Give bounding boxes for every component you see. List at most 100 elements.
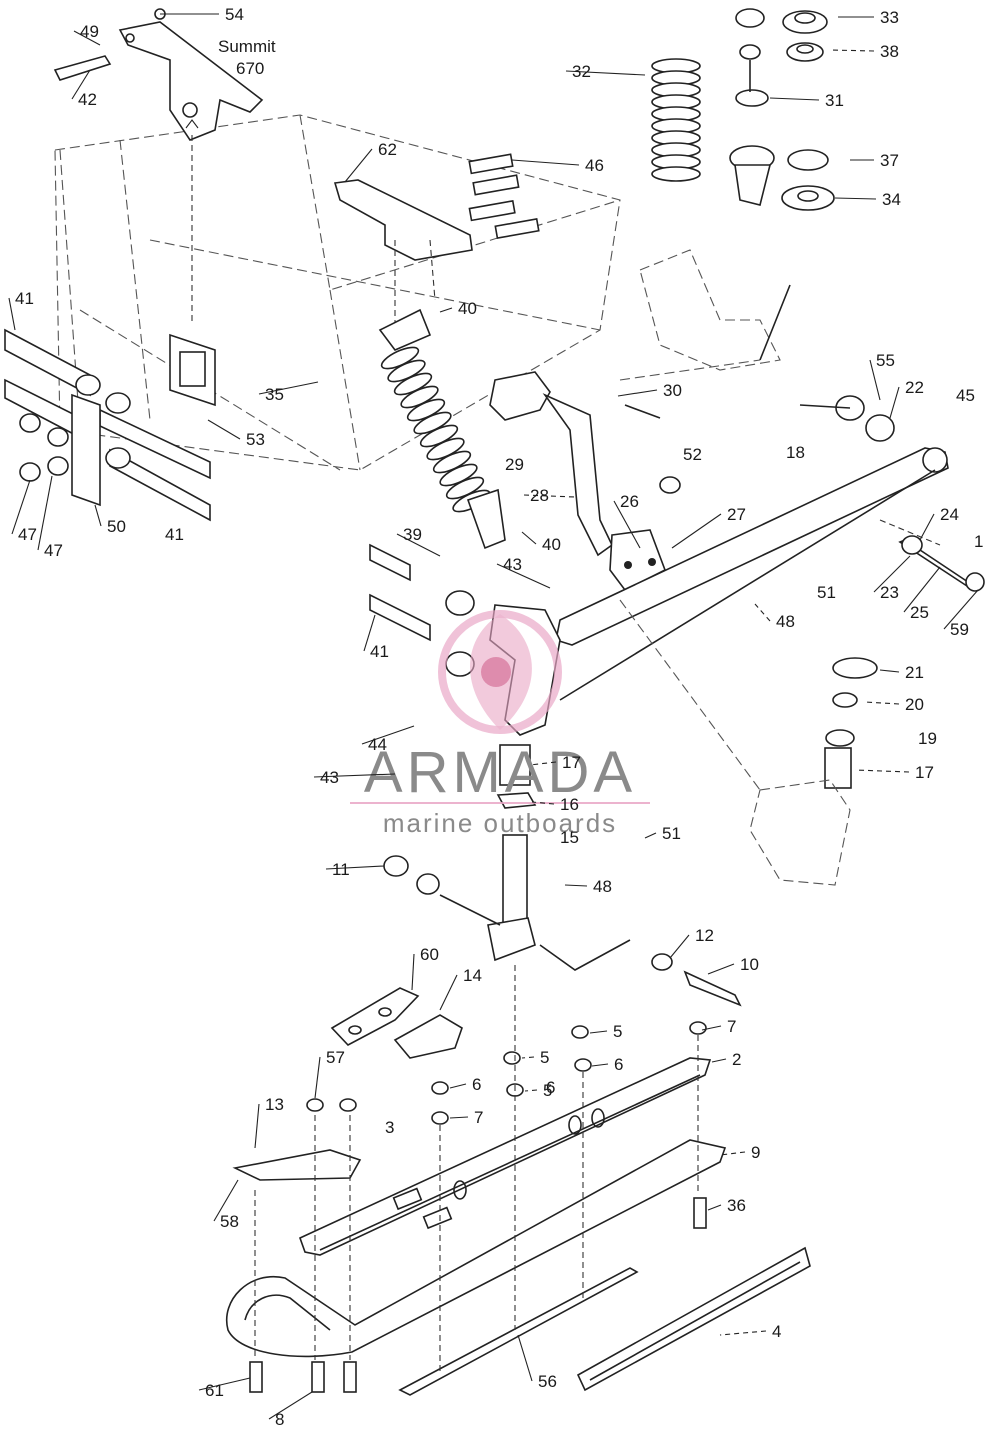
leader-line bbox=[707, 963, 735, 975]
callout-number: 14 bbox=[463, 966, 482, 985]
callout-number: 57 bbox=[326, 1048, 345, 1067]
summit-bracket bbox=[53, 8, 264, 325]
leader-line bbox=[869, 359, 881, 401]
leader-line bbox=[671, 513, 722, 549]
leader-line bbox=[521, 531, 537, 545]
callout-number: 48 bbox=[776, 612, 795, 631]
leader-line bbox=[314, 1056, 321, 1099]
callout-number: 21 bbox=[905, 663, 924, 682]
leader-line bbox=[361, 725, 415, 745]
leader-line bbox=[864, 701, 900, 705]
leader-line bbox=[313, 773, 396, 778]
callout-number: 40 bbox=[542, 535, 561, 554]
callout-number: 51 bbox=[817, 583, 836, 602]
leader-line bbox=[363, 614, 376, 652]
leader-line bbox=[94, 504, 102, 527]
callout-number: 62 bbox=[378, 140, 397, 159]
model-label-line1: Summit bbox=[218, 37, 276, 56]
leader-line bbox=[521, 1056, 535, 1059]
leader-line bbox=[8, 297, 16, 331]
callout-number: 56 bbox=[538, 1372, 557, 1391]
callout-number: 6 bbox=[546, 1078, 555, 1097]
leader-line bbox=[829, 49, 875, 52]
callout-number: 18 bbox=[786, 443, 805, 462]
leader-line bbox=[524, 1089, 538, 1092]
callout-number: 43 bbox=[503, 555, 522, 574]
callout-number: 47 bbox=[44, 541, 63, 560]
leader-line bbox=[531, 801, 555, 805]
leader-line bbox=[258, 381, 319, 395]
callout-number: 29 bbox=[505, 455, 524, 474]
leader-line bbox=[325, 865, 385, 870]
leader-line bbox=[589, 1030, 608, 1034]
callout-number: 40 bbox=[458, 299, 477, 318]
callout-number: 12 bbox=[695, 926, 714, 945]
callout-number: 28 bbox=[530, 486, 549, 505]
leader-line bbox=[669, 934, 690, 959]
leader-line bbox=[439, 307, 453, 313]
callout-number: 5 bbox=[613, 1022, 622, 1041]
model-label-line2: 670 bbox=[236, 59, 264, 78]
callout-number: 42 bbox=[78, 90, 97, 109]
shock-absorber bbox=[378, 308, 506, 550]
leader-line bbox=[903, 566, 941, 613]
callout-number: 41 bbox=[165, 525, 184, 544]
callout-number: 15 bbox=[560, 828, 579, 847]
callout-number: 32 bbox=[572, 62, 591, 81]
ski-lower bbox=[225, 1139, 727, 1396]
callout-number: 39 bbox=[403, 525, 422, 544]
left-axles bbox=[4, 328, 475, 677]
callout-number: 37 bbox=[880, 151, 899, 170]
callout-number: 46 bbox=[585, 156, 604, 175]
mounting-plate bbox=[333, 179, 473, 330]
callout-number: 27 bbox=[727, 505, 746, 524]
callout-number: 6 bbox=[614, 1055, 623, 1074]
callout-number: 24 bbox=[940, 505, 959, 524]
callout-number: 22 bbox=[905, 378, 924, 397]
callout-number: 54 bbox=[225, 5, 244, 24]
callout-number: 61 bbox=[205, 1381, 224, 1400]
callout-number: 34 bbox=[882, 190, 901, 209]
leader-line bbox=[449, 1083, 467, 1089]
callout-number: 6 bbox=[472, 1075, 481, 1094]
leader-line bbox=[943, 589, 979, 630]
callout-number: 1 bbox=[974, 532, 983, 551]
callout-number: 9 bbox=[751, 1143, 760, 1162]
leader-line bbox=[919, 513, 935, 541]
callout-number: 49 bbox=[80, 22, 99, 41]
callout-number: 17 bbox=[562, 753, 581, 772]
callout-number: 50 bbox=[107, 517, 126, 536]
callout-number: 5 bbox=[543, 1081, 552, 1100]
callout-number: 11 bbox=[332, 860, 350, 879]
leader-line bbox=[834, 197, 877, 200]
callout-number: 43 bbox=[320, 768, 339, 787]
callout-number: 35 bbox=[265, 385, 284, 404]
leader-line bbox=[198, 1377, 251, 1391]
callout-number: 2 bbox=[732, 1050, 741, 1069]
callout-number: 26 bbox=[620, 492, 639, 511]
leader-line bbox=[396, 533, 441, 557]
callout-number: 7 bbox=[474, 1108, 483, 1127]
leader-line bbox=[591, 1063, 609, 1067]
callout-number: 30 bbox=[663, 381, 682, 400]
leader-line bbox=[207, 419, 241, 440]
chassis-frame bbox=[54, 114, 621, 471]
callout-number: 20 bbox=[905, 695, 924, 714]
callout-number: 5 bbox=[540, 1048, 549, 1067]
spindle-bolt bbox=[383, 855, 742, 1007]
leader-line bbox=[529, 761, 557, 766]
callout-number: 51 bbox=[662, 824, 681, 843]
leader-line bbox=[213, 1179, 239, 1222]
callout-number: 3 bbox=[385, 1118, 394, 1137]
leader-line bbox=[511, 159, 580, 166]
leader-line bbox=[254, 1103, 260, 1149]
leader-line bbox=[565, 70, 646, 76]
bolts bbox=[468, 153, 540, 240]
callout-number: 33 bbox=[880, 8, 899, 27]
leader-line bbox=[889, 386, 900, 419]
runner-shoe bbox=[576, 1246, 811, 1392]
callout-number: 41 bbox=[370, 642, 389, 661]
leader-line bbox=[719, 1151, 746, 1156]
leader-line bbox=[411, 953, 415, 991]
callout-number: 47 bbox=[18, 525, 37, 544]
